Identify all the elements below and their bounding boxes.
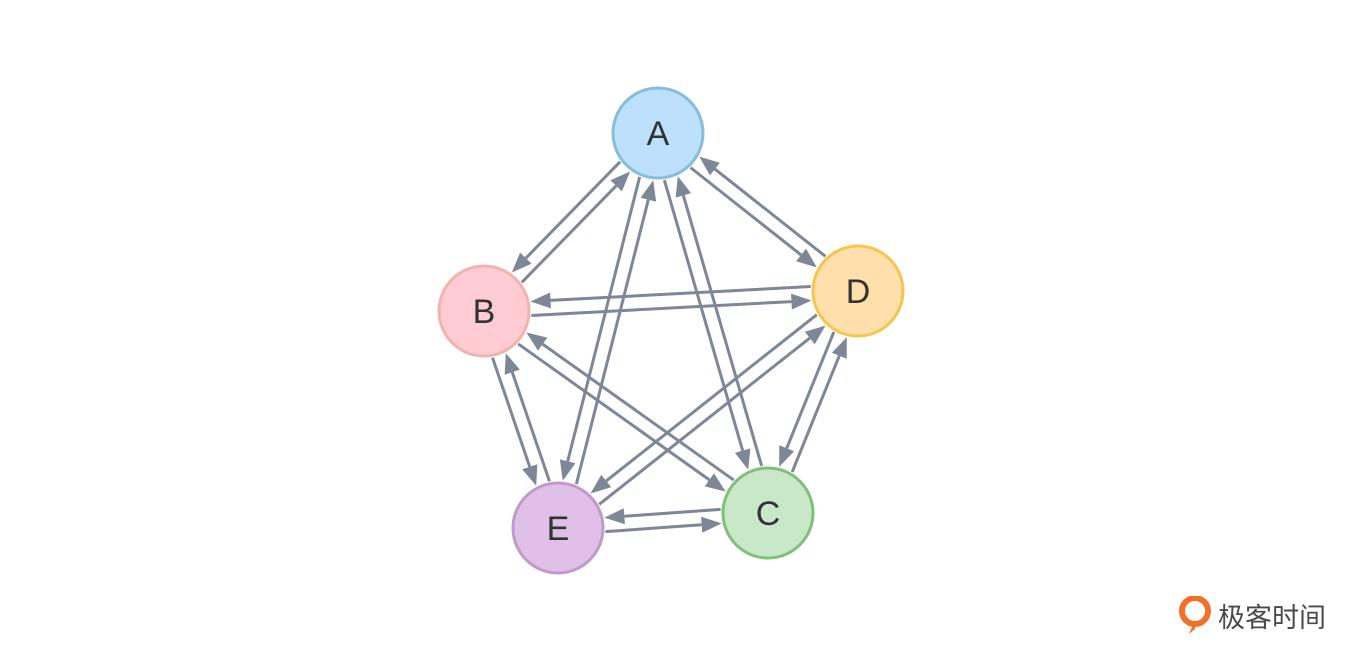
edges-layer bbox=[491, 156, 847, 534]
edge-c-to-d bbox=[790, 337, 847, 473]
edge-a-to-c bbox=[662, 179, 751, 470]
edge-b-to-e bbox=[491, 357, 538, 486]
arrowhead-icon bbox=[504, 353, 520, 375]
node-circle bbox=[611, 86, 705, 180]
node-circle bbox=[811, 244, 905, 338]
edge-line bbox=[662, 179, 745, 452]
node-label: C bbox=[756, 495, 781, 533]
node-circle bbox=[437, 264, 531, 358]
edge-e-to-c bbox=[605, 516, 722, 534]
edge-line bbox=[566, 176, 642, 462]
arrowhead-icon bbox=[511, 252, 532, 273]
edge-a-to-e bbox=[559, 176, 642, 481]
node-label: E bbox=[547, 510, 570, 548]
edge-line bbox=[605, 313, 818, 483]
nodes-layer: A B C D E bbox=[437, 86, 905, 575]
edge-line bbox=[510, 371, 551, 482]
edge-a-to-d bbox=[689, 166, 817, 268]
edge-line bbox=[790, 355, 841, 473]
edge-e-to-a bbox=[574, 180, 657, 485]
arrowhead-icon bbox=[831, 337, 847, 359]
node-e: E bbox=[511, 481, 605, 575]
arrowhead-icon bbox=[791, 293, 812, 310]
edge-line bbox=[624, 507, 721, 518]
geektime-logo-icon bbox=[1179, 596, 1211, 634]
arrowhead-icon bbox=[796, 248, 817, 268]
node-b: B bbox=[437, 264, 531, 358]
edge-a-to-b bbox=[511, 160, 622, 273]
edge-c-to-a bbox=[675, 176, 764, 467]
edge-line bbox=[681, 194, 764, 467]
node-circle bbox=[511, 481, 605, 575]
edge-c-to-b bbox=[526, 332, 735, 482]
edge-b-to-c bbox=[517, 342, 726, 492]
arrowhead-icon bbox=[610, 171, 631, 192]
node-c: C bbox=[721, 466, 815, 560]
edge-d-to-b bbox=[530, 285, 811, 309]
edge-d-to-e bbox=[590, 313, 818, 494]
edge-line bbox=[713, 167, 827, 258]
node-a: A bbox=[611, 86, 705, 180]
node-d: D bbox=[811, 244, 905, 338]
node-circle bbox=[721, 466, 815, 560]
arrowhead-icon bbox=[640, 180, 657, 202]
edge-line bbox=[605, 523, 702, 534]
edge-line bbox=[785, 331, 836, 449]
edge-e-to-b bbox=[504, 353, 551, 482]
arrowhead-icon bbox=[530, 292, 551, 309]
edge-e-to-d bbox=[598, 325, 826, 506]
arrowhead-icon bbox=[675, 176, 692, 198]
node-label: B bbox=[473, 293, 496, 331]
edge-line bbox=[541, 342, 735, 482]
edge-line bbox=[524, 160, 622, 260]
arrowhead-icon bbox=[604, 508, 625, 525]
arrowhead-icon bbox=[590, 474, 612, 494]
node-label: A bbox=[647, 115, 670, 153]
arrowhead-icon bbox=[699, 156, 720, 176]
arrowhead-icon bbox=[701, 516, 722, 533]
arrowhead-icon bbox=[526, 332, 548, 351]
edge-b-to-a bbox=[520, 171, 631, 284]
edge-line bbox=[491, 357, 532, 468]
arrowhead-icon bbox=[522, 464, 538, 486]
arrowhead-icon bbox=[559, 459, 576, 481]
edge-c-to-e bbox=[604, 507, 721, 525]
arrowhead-icon bbox=[704, 473, 726, 492]
edge-b-to-d bbox=[531, 293, 812, 317]
node-label: D bbox=[846, 273, 871, 311]
watermark-text: 极客时间 bbox=[1218, 602, 1326, 634]
arrowhead-icon bbox=[779, 445, 795, 467]
edge-line bbox=[574, 199, 650, 485]
edge-d-to-a bbox=[699, 156, 827, 258]
edge-line bbox=[598, 336, 811, 506]
edge-d-to-c bbox=[779, 331, 836, 467]
watermark: 极客时间 bbox=[1178, 595, 1326, 635]
edge-line bbox=[550, 285, 811, 302]
arrowhead-icon bbox=[734, 448, 751, 470]
edge-line bbox=[531, 300, 792, 317]
edge-line bbox=[689, 166, 803, 257]
arrowhead-icon bbox=[804, 325, 826, 345]
edge-line bbox=[520, 184, 618, 284]
edge-line bbox=[517, 342, 711, 482]
